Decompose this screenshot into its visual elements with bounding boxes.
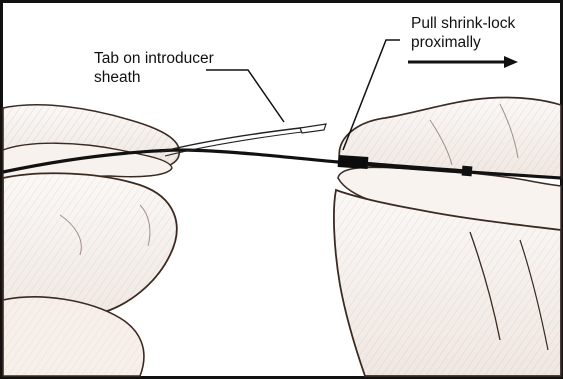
pull-label-line2: proximally (411, 34, 481, 51)
tab-label-line1: Tab on introducer (94, 50, 214, 67)
tab-label-line2: sheath (94, 69, 141, 86)
pull-label-line1: Pull shrink-lock (411, 15, 515, 32)
right-hand (334, 97, 561, 376)
shrink-lock (338, 155, 369, 169)
